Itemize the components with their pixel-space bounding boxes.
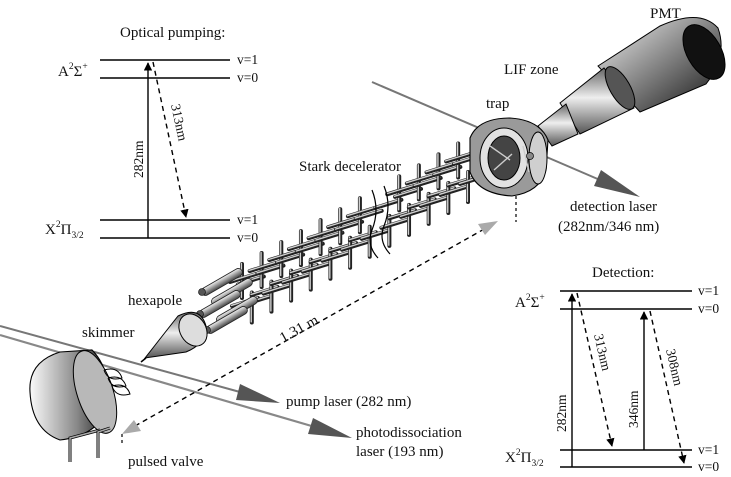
decelerator-stage [412,175,449,226]
det-level-label: v=0 [698,459,719,474]
photodissociation-label-line1: photodissociation [356,425,462,441]
decelerator-stage [385,174,418,221]
op-upper-state-label: A2Σ+ [58,62,88,80]
det-level-label: v=0 [698,301,719,316]
pmt-label: PMT [650,6,681,22]
det-level-label: v=1 [698,442,719,457]
stark-decelerator [228,141,488,325]
op-level-label: v=0 [237,230,258,245]
photodissociation-laser-beam [0,333,316,429]
decelerator-stage [255,263,292,314]
det-upper-state-label: A2Σ+ [515,293,545,311]
detection-diagram: Detection: v=1 v=0 v=1 v=0 A2Σ+ X2Π3/2 2… [505,265,719,474]
flight-path-arrow-end [478,221,498,235]
hexapole-label: hexapole [128,293,182,309]
lif-zone-label: LIF zone [504,62,559,78]
flight-path-line [134,227,487,427]
component-labels: PMT LIF zone trap Stark decelerator hexa… [82,6,681,470]
op-transition-label: 313nm [168,103,191,143]
skimmer-label: skimmer [82,325,135,341]
decelerator-stage [314,230,351,281]
op-level-label: v=0 [237,70,258,85]
photodissociation-label-line2: laser (193 nm) [356,444,443,460]
pulsed-valve-label: pulsed valve [128,454,204,470]
trap [469,117,549,197]
decelerator-stage [275,252,312,303]
decelerator-stage [432,164,469,215]
decelerator-stage [444,141,477,188]
det-transition-label: 346nm [626,390,641,428]
op-lower-state-label: X2Π3/2 [45,220,84,241]
op-transition-label: 282nm [131,140,146,178]
detection-laser-label-line2: (282nm/346 nm) [558,219,659,235]
detection-laser-arrowhead [594,170,640,197]
flight-path-arrow-start [122,420,141,434]
pump-laser-arrowhead [236,384,280,403]
decelerator-stage [373,197,410,248]
pulsed-valve [29,349,131,462]
decelerator-stage [334,219,371,270]
decelerator-stage [267,240,300,287]
det-transition-label: 282nm [554,394,569,432]
optical-pumping-diagram: Optical pumping: v=1 v=0 v=1 v=0 A2Σ+ X2… [45,25,258,245]
pump-laser-label: pump laser (282 nm) [286,394,411,410]
trap-label: trap [486,96,509,112]
pmt-window [682,24,726,80]
op-level-label: v=1 [237,212,258,227]
det-transition-label: 308nm [663,347,686,387]
photodissociation-laser-arrowhead [308,418,352,438]
skimmer [140,311,208,363]
det-lower-state-label: X2Π3/2 [505,448,544,469]
pmt-assembly [537,17,726,147]
optical-pumping-title: Optical pumping: [120,25,225,41]
detection-laser-label-line1: detection laser [570,199,657,215]
pump-laser-beam [0,325,241,393]
decelerator-stage [393,186,430,237]
detection-title: Detection: [592,265,654,281]
det-313-arrow [576,292,615,447]
distance-label: 1.31 m [277,312,321,346]
det-308-arrow [649,310,687,464]
decelerator-break-marks [369,185,391,259]
stark-decelerator-label: Stark decelerator [299,159,401,175]
op-level-label: v=1 [237,52,258,67]
det-level-label: v=1 [698,283,719,298]
